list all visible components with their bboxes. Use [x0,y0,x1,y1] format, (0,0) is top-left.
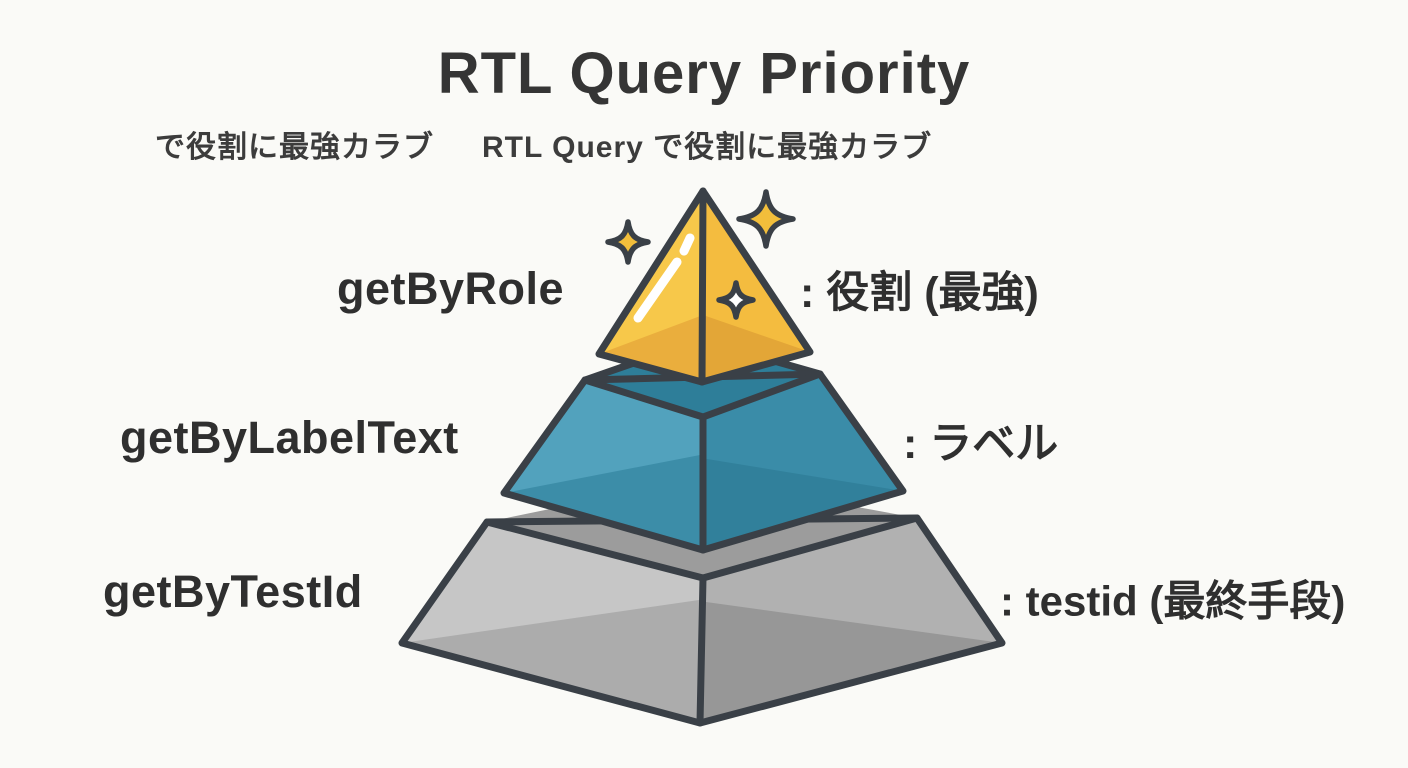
sparkle-icon [719,283,753,317]
label-getbylabeltext: getByLabelText [120,412,459,463]
label-getbytestid: getByTestId [103,566,363,617]
annotation-labeltext: : ラベル [903,420,1059,468]
page-title: RTL Query Priority [437,41,971,106]
shine-highlight [633,233,695,323]
sparkle-icon [739,192,793,246]
annotation-role: : 役割 (最強) [800,269,1039,317]
pyramid-level-role [595,187,814,386]
subtitle-right-text: RTL Query で役割に最強カラブ [482,131,933,164]
sparkle-icon [608,222,648,262]
label-getbyrole: getByRole [337,263,565,314]
annotation-testid: : testid (最終手段) [1000,577,1346,625]
subtitle: で役割に最強カラブ RTL Query で役割に最強カラブ [155,122,932,166]
subtitle-left-text: で役割に最強カラブ [155,131,434,164]
